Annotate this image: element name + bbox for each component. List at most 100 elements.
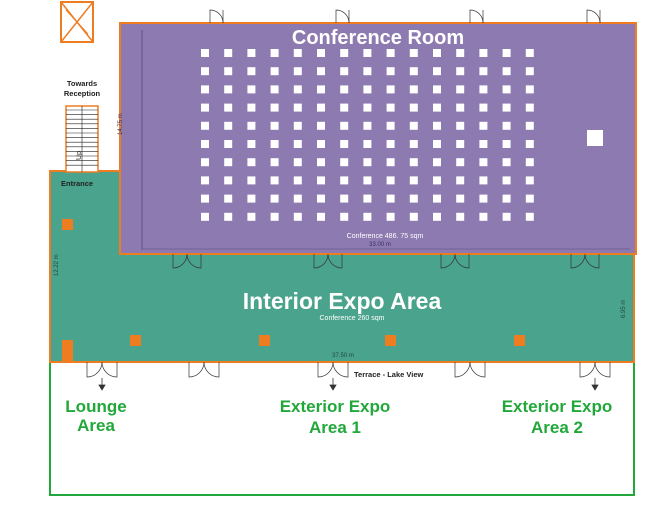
seat	[502, 140, 511, 148]
seat	[363, 194, 372, 203]
ext2-label-line1: Exterior Expo	[501, 397, 613, 416]
door-bottom-5	[579, 361, 611, 378]
seat	[201, 158, 209, 167]
seat	[479, 212, 488, 221]
seat	[224, 85, 233, 94]
seat	[386, 176, 395, 185]
seat	[224, 176, 233, 185]
seat	[409, 194, 418, 203]
seat	[479, 176, 488, 185]
seat	[363, 158, 372, 167]
seat	[456, 158, 465, 167]
podium	[587, 130, 603, 146]
seat	[247, 67, 256, 76]
conference-room-area	[119, 22, 637, 255]
seat	[363, 140, 372, 148]
seat	[293, 67, 302, 76]
seat	[224, 121, 233, 130]
ext1-label-line1: Exterior Expo	[279, 397, 391, 416]
seat	[201, 176, 209, 185]
seat	[293, 212, 302, 221]
seat	[502, 212, 511, 221]
seat	[479, 194, 488, 203]
expo-depth-left-dim: 12.22 m	[54, 254, 60, 276]
seat	[270, 67, 279, 76]
door-top-2	[335, 9, 350, 24]
seat	[386, 121, 395, 130]
seat	[479, 158, 488, 167]
seat	[270, 85, 279, 94]
seat	[293, 194, 302, 203]
seat	[456, 121, 465, 130]
seat	[525, 121, 534, 130]
seat	[502, 85, 511, 94]
seat	[525, 49, 534, 57]
expo-depth-right-dim: 6.95 m	[621, 299, 627, 318]
seat	[363, 67, 372, 76]
seat	[456, 67, 465, 76]
seat	[409, 212, 418, 221]
seat	[340, 212, 349, 221]
seat	[525, 194, 534, 203]
seat	[270, 49, 279, 57]
interior-expo-title: Interior Expo Area	[242, 288, 442, 314]
seat	[525, 103, 534, 112]
seat	[247, 103, 256, 112]
seat	[525, 212, 534, 221]
seat	[363, 176, 372, 185]
seat	[201, 85, 209, 94]
conference-depth-dim: 14.75 m	[118, 113, 124, 135]
seat	[270, 176, 279, 185]
seat	[409, 176, 418, 185]
seat	[293, 140, 302, 148]
seat	[270, 158, 279, 167]
seat	[433, 67, 441, 76]
seat	[525, 85, 534, 94]
seat	[456, 49, 465, 57]
seat	[363, 85, 372, 94]
seat	[270, 194, 279, 203]
arrow-down-1	[98, 378, 106, 391]
seat	[456, 85, 465, 94]
seat	[340, 140, 349, 148]
seat	[201, 103, 209, 112]
seat	[201, 140, 209, 148]
seat	[317, 49, 325, 57]
seat	[224, 49, 233, 57]
seat	[363, 103, 372, 112]
seat	[201, 212, 209, 221]
column-1	[62, 219, 73, 230]
seat	[340, 67, 349, 76]
seat	[247, 158, 256, 167]
seat	[340, 176, 349, 185]
seat	[525, 158, 534, 167]
seat	[224, 67, 233, 76]
seat	[293, 49, 302, 57]
seat	[525, 140, 534, 148]
seat	[201, 67, 209, 76]
door-bottom-4	[454, 361, 486, 378]
seat	[409, 121, 418, 130]
door-bottom-3	[317, 361, 349, 378]
seat	[317, 103, 325, 112]
seat	[479, 140, 488, 148]
seat	[456, 194, 465, 203]
seat	[386, 140, 395, 148]
seat	[201, 121, 209, 130]
seat	[293, 103, 302, 112]
seat	[363, 49, 372, 57]
seat	[502, 176, 511, 185]
seat	[456, 140, 465, 148]
ext1-label-line2: Area 1	[309, 418, 361, 437]
seat	[525, 67, 534, 76]
seat	[409, 158, 418, 167]
seat	[317, 121, 325, 130]
seat	[502, 103, 511, 112]
seat	[502, 121, 511, 130]
seat	[340, 85, 349, 94]
lounge-label-line2: Area	[77, 416, 115, 435]
seat	[386, 85, 395, 94]
interior-area-label: Conference 260 sqm	[319, 315, 385, 322]
conference-area-label: Conference 486. 75 sqm	[346, 233, 424, 240]
